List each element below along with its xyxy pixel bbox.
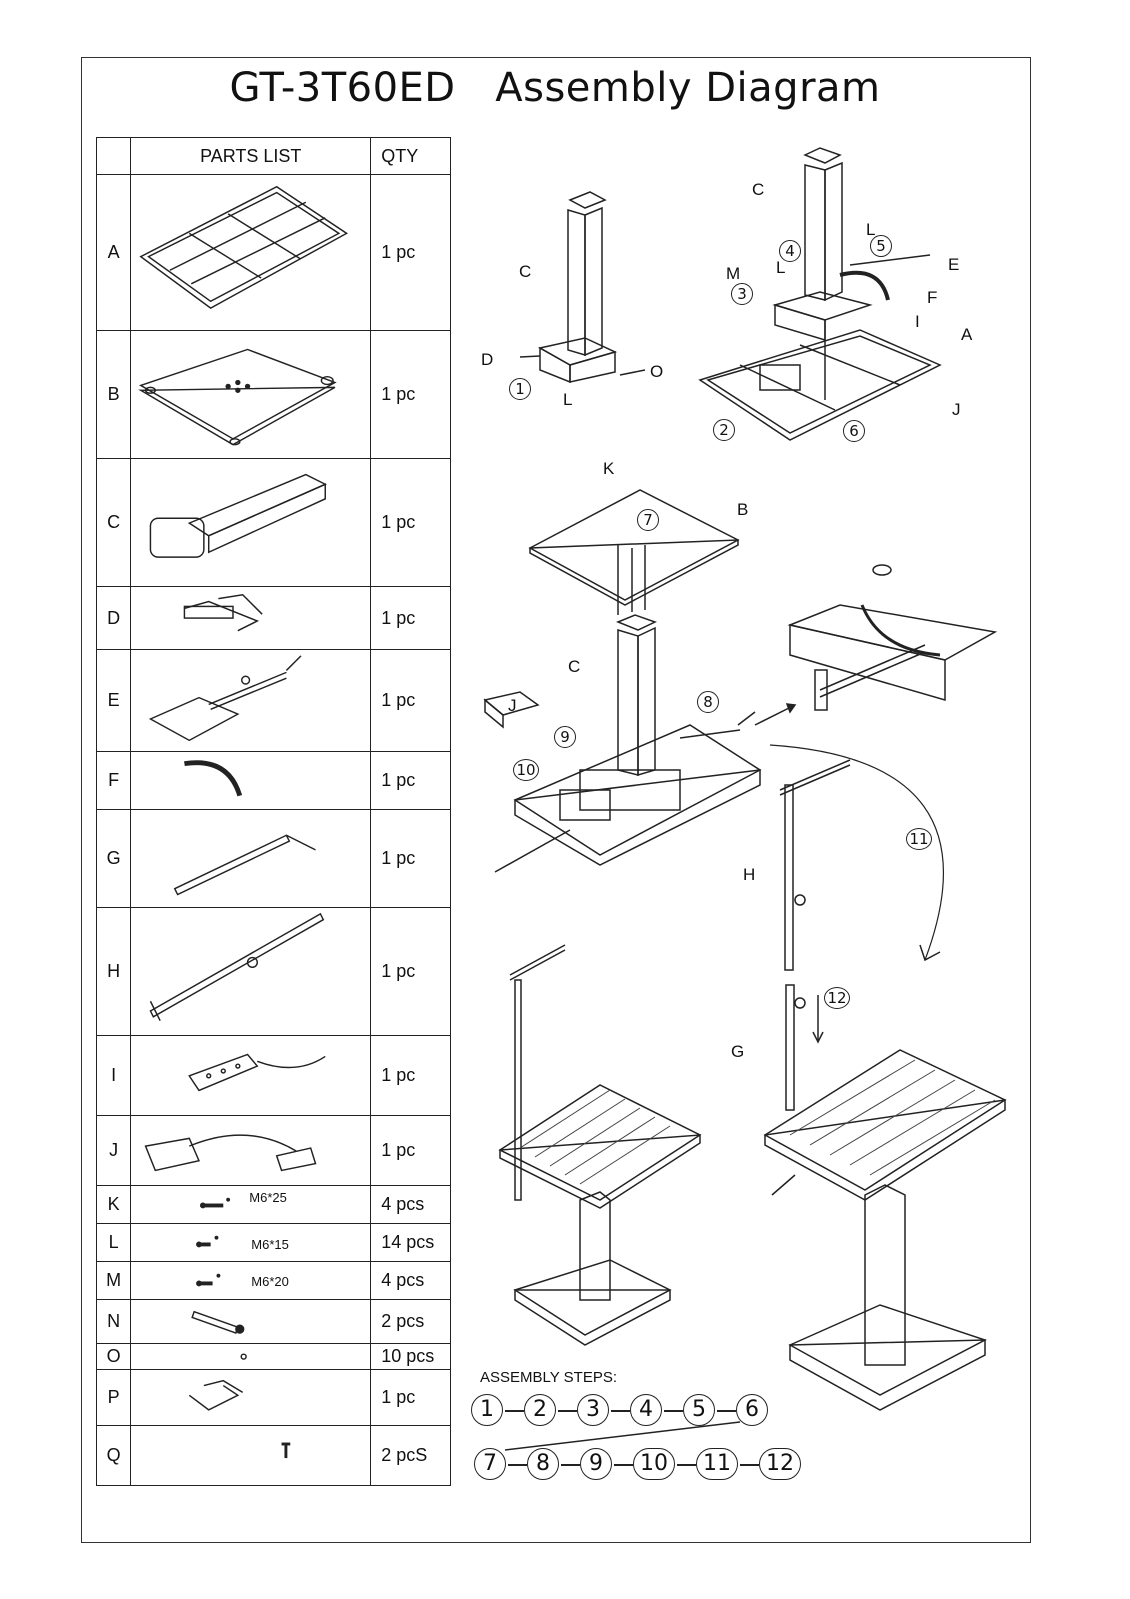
- parts-row-q: Q 2 pcS: [95, 1425, 451, 1487]
- part-letter: A: [95, 174, 132, 331]
- table-pattern: [519, 1059, 996, 1185]
- step-badge: 12: [759, 1448, 801, 1480]
- parts-header-row: PARTS LIST QTY: [95, 137, 451, 175]
- parts-row-o: O 10 pcs: [95, 1342, 451, 1371]
- part-letter: Q: [95, 1425, 132, 1487]
- curved-rail-icon: [130, 751, 372, 810]
- page-title: GT-3T60ED Assembly Diagram: [229, 65, 881, 111]
- page-frame: [81, 57, 1031, 1543]
- parts-row-m: M M6*20 4 pcs: [95, 1261, 451, 1300]
- part-qty: 1 pc: [370, 1369, 451, 1427]
- part-letter: G: [95, 809, 132, 908]
- knob-handle-icon: [130, 1299, 372, 1344]
- part-qty: 1 pc: [370, 649, 451, 752]
- step-badge: 4: [630, 1394, 662, 1426]
- part-qty: 10 pcs: [370, 1342, 451, 1371]
- part-letter: H: [95, 907, 132, 1036]
- pin-icon: [130, 1425, 372, 1487]
- part-letter: B: [95, 330, 132, 459]
- column-assembly-drawing: [519, 191, 646, 384]
- step-badge: 8: [527, 1448, 559, 1480]
- bracket-icon: [130, 586, 372, 650]
- power-supply-icon: [130, 1115, 372, 1186]
- parts-row-k: K M6*25 4 pcs: [95, 1185, 451, 1224]
- step-badge: 1: [471, 1394, 503, 1426]
- parts-row-f: F 1 pc: [95, 751, 451, 810]
- clip-icon: [130, 1369, 372, 1427]
- step-badge: 11: [696, 1448, 738, 1480]
- step-badge: 9: [580, 1448, 612, 1480]
- step-badge: 2: [524, 1394, 556, 1426]
- part-qty: 4 pcs: [370, 1185, 451, 1224]
- part-qty: 1 pc: [370, 458, 451, 587]
- base-frame-drawing: [698, 147, 942, 441]
- part-qty: 14 pcs: [370, 1223, 451, 1262]
- parts-row-i: I 1 pc: [95, 1035, 451, 1116]
- part-qty: 1 pc: [370, 809, 451, 908]
- part-qty: 1 pc: [370, 330, 451, 459]
- parts-list-header: PARTS LIST: [130, 137, 372, 175]
- part-letter: N: [95, 1299, 132, 1344]
- mount-arm-icon: [130, 649, 372, 752]
- top-plate-icon: [130, 330, 372, 459]
- lower-pole-icon: [130, 809, 372, 908]
- step-badge: 10: [633, 1448, 675, 1480]
- part-letter: K: [95, 1185, 132, 1224]
- step-badge: 7: [474, 1448, 506, 1480]
- parts-row-c: C 1 pc: [95, 458, 451, 587]
- part-qty: 1 pc: [370, 751, 451, 810]
- part-letter: I: [95, 1035, 132, 1116]
- part-letter: J: [95, 1115, 132, 1186]
- lift-column-icon: [130, 458, 372, 587]
- part-letter: E: [95, 649, 132, 752]
- parts-row-h: H 1 pc: [95, 907, 451, 1036]
- parts-row-l: L M6*15 14 pcs: [95, 1223, 451, 1262]
- washer-icon: [130, 1342, 372, 1371]
- step-badge: 6: [736, 1394, 768, 1426]
- final-assembly-right-drawing: [763, 1049, 1007, 1411]
- parts-row-p: P 1 pc: [95, 1369, 451, 1427]
- parts-row-n: N 2 pcs: [95, 1299, 451, 1344]
- parts-row-d: D 1 pc: [95, 586, 451, 650]
- parts-row-a: A 1 pc: [95, 174, 451, 331]
- pole-drawing: [779, 759, 851, 1111]
- tabletop-assembly-drawing: [483, 489, 762, 873]
- part-letter: M: [95, 1261, 132, 1300]
- detail-inset-drawing: [754, 564, 998, 726]
- parts-row-b: B 1 pc: [95, 330, 451, 459]
- qty-header: QTY: [370, 137, 451, 175]
- part-letter: P: [95, 1369, 132, 1427]
- step-badge: 3: [577, 1394, 609, 1426]
- parts-row-e: E 1 pc: [95, 649, 451, 752]
- screw-icon: M6*20: [130, 1261, 372, 1300]
- final-assembly-left-drawing: [498, 944, 702, 1346]
- part-qty: 2 pcs: [370, 1299, 451, 1344]
- part-qty: 1 pc: [370, 907, 451, 1036]
- part-spec: M6*15: [251, 1237, 289, 1252]
- step-badge: 5: [683, 1394, 715, 1426]
- upper-pole-icon: [130, 907, 372, 1036]
- part-letter: L: [95, 1223, 132, 1262]
- assembly-diagram: [483, 147, 1007, 1411]
- part-letter: O: [95, 1342, 132, 1371]
- part-qty: 4 pcs: [370, 1261, 451, 1300]
- control-box-icon: [130, 1035, 372, 1116]
- part-qty: 1 pc: [370, 1115, 451, 1186]
- parts-row-g: G 1 pc: [95, 809, 451, 908]
- parts-row-j: J 1 pc: [95, 1115, 451, 1186]
- screw-icon: M6*15: [130, 1223, 372, 1262]
- part-spec: M6*25: [249, 1190, 287, 1205]
- assembly-steps-title: ASSEMBLY STEPS:: [480, 1369, 617, 1386]
- part-letter: D: [95, 586, 132, 650]
- part-letter: C: [95, 458, 132, 587]
- screw-icon: M6*25: [130, 1185, 372, 1224]
- part-qty: 1 pc: [370, 586, 451, 650]
- frame-base-icon: [130, 174, 372, 331]
- part-qty: 2 pcS: [370, 1425, 451, 1487]
- parts-list-table: PARTS LIST QTY A 1 pc B 1 pc C: [95, 137, 451, 1487]
- part-qty: 1 pc: [370, 174, 451, 331]
- part-qty: 1 pc: [370, 1035, 451, 1116]
- part-letter: F: [95, 751, 132, 810]
- part-spec: M6*20: [251, 1274, 289, 1289]
